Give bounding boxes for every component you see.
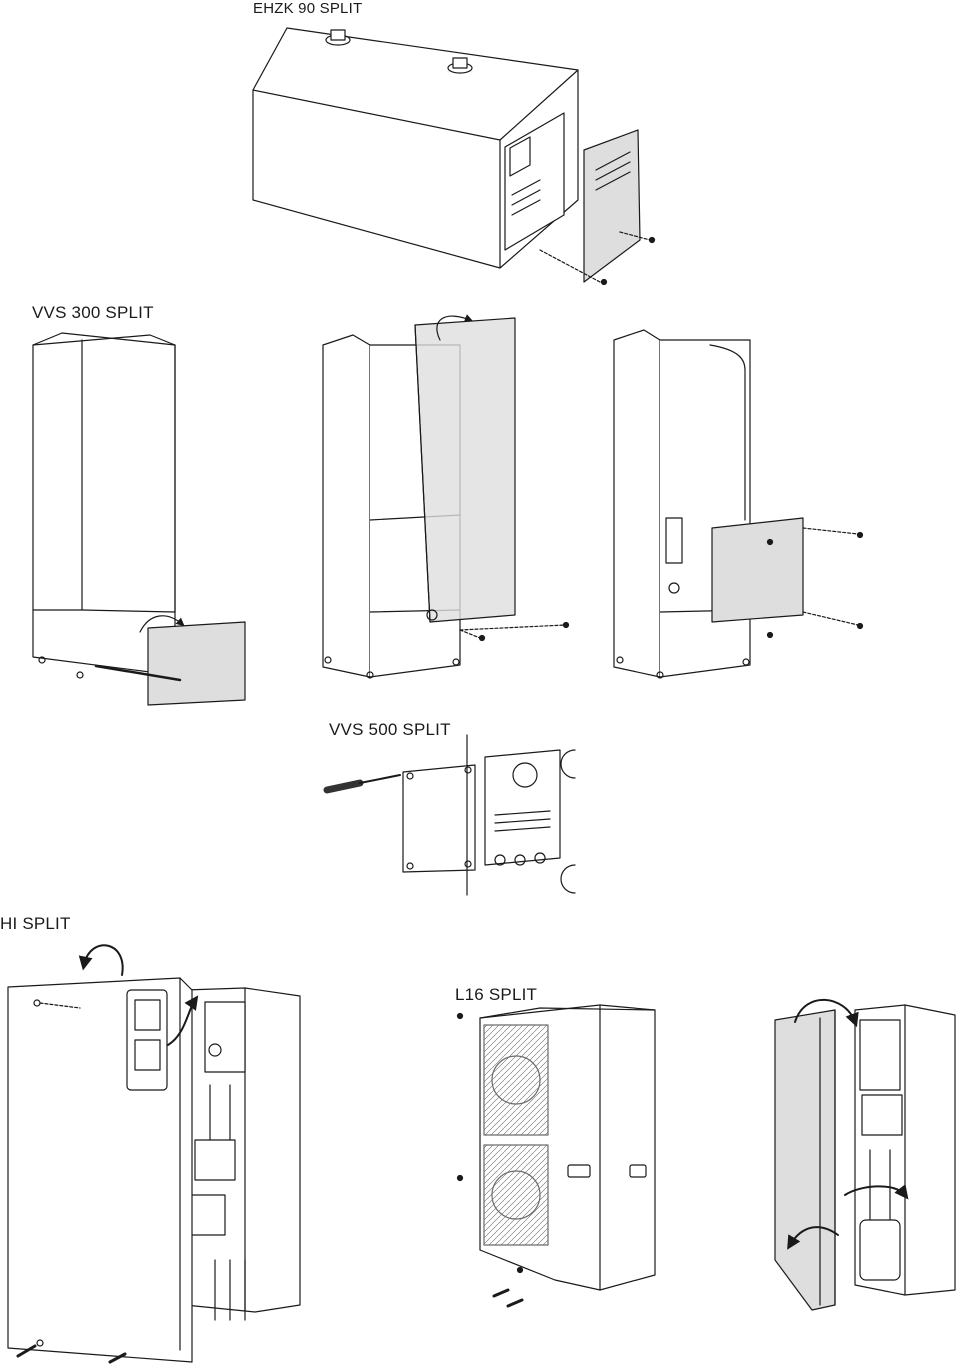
ehzk-label: EHZK 90 SPLIT xyxy=(253,0,363,17)
vvs300-unit-2 xyxy=(322,314,570,679)
vvs300-unit-3 xyxy=(613,329,864,679)
l16-unit-right xyxy=(774,998,956,1311)
vvs300-label: VVS 300 SPLIT xyxy=(32,303,154,322)
ehzk-drawing xyxy=(252,27,656,286)
l16-unit-left xyxy=(456,1004,656,1308)
vvs500-drawing xyxy=(323,734,576,896)
l16-label: L16 SPLIT xyxy=(455,985,538,1004)
vvs300-unit-1 xyxy=(32,332,246,706)
vvs500-label: VVS 500 SPLIT xyxy=(329,720,451,739)
hi-split-drawing xyxy=(7,944,301,1364)
hi-label: HI SPLIT xyxy=(0,914,71,933)
